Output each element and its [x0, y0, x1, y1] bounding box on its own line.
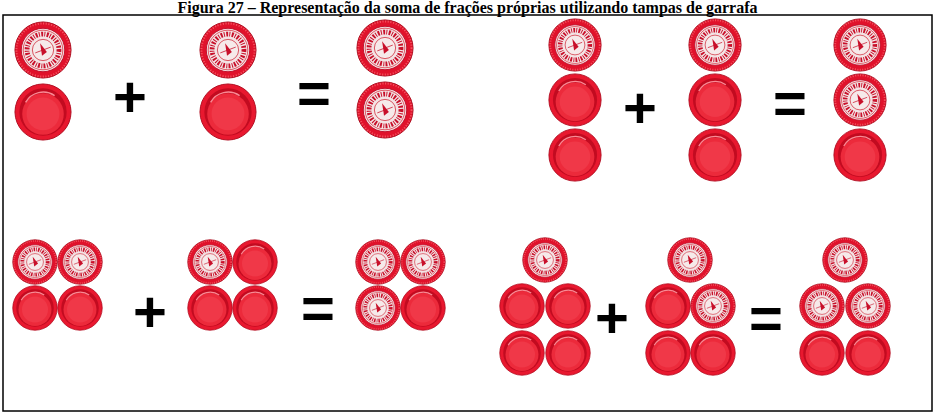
- closed-cap: [13, 240, 57, 284]
- open-cap: [800, 331, 844, 375]
- open-cap: [233, 286, 277, 330]
- closed-cap: [15, 22, 71, 78]
- open-cap: [500, 284, 544, 328]
- open-cap: [549, 129, 601, 181]
- closed-cap: [691, 284, 735, 328]
- closed-cap: [188, 240, 232, 284]
- open-cap: [188, 286, 232, 330]
- open-cap: [689, 74, 741, 126]
- closed-cap: [823, 238, 867, 282]
- open-cap: [834, 129, 886, 181]
- closed-cap: [549, 19, 601, 71]
- open-cap: [646, 284, 690, 328]
- open-cap: [546, 284, 590, 328]
- operator-sign: +: [113, 68, 147, 126]
- open-cap: [13, 286, 57, 330]
- closed-cap: [356, 240, 400, 284]
- operator-sign: +: [623, 79, 657, 137]
- closed-cap: [356, 286, 400, 330]
- closed-cap: [58, 240, 102, 284]
- operator-sign: +: [133, 283, 167, 341]
- open-cap: [58, 286, 102, 330]
- closed-cap: [846, 284, 890, 328]
- closed-cap: [357, 82, 413, 138]
- open-cap: [500, 331, 544, 375]
- operator-sign: =: [773, 74, 807, 132]
- open-cap: [233, 240, 277, 284]
- figure-title: Figura 27 – Representação da soma de fra…: [177, 0, 757, 16]
- operator-sign: =: [749, 289, 783, 347]
- closed-cap: [668, 238, 712, 282]
- open-cap: [401, 286, 445, 330]
- open-cap: [15, 84, 71, 140]
- closed-cap: [689, 19, 741, 71]
- open-cap: [689, 129, 741, 181]
- open-cap: [546, 331, 590, 375]
- open-cap: [846, 331, 890, 375]
- open-cap: [691, 331, 735, 375]
- closed-cap: [523, 238, 567, 282]
- closed-cap: [200, 22, 256, 78]
- open-cap: [549, 74, 601, 126]
- operator-sign: =: [301, 279, 335, 337]
- operator-sign: =: [297, 64, 331, 122]
- closed-cap: [401, 240, 445, 284]
- open-cap: [646, 331, 690, 375]
- open-cap: [200, 84, 256, 140]
- closed-cap: [800, 284, 844, 328]
- closed-cap: [834, 74, 886, 126]
- operator-sign: +: [595, 289, 629, 347]
- closed-cap: [357, 20, 413, 76]
- figure-frame: [3, 15, 932, 411]
- closed-cap: [834, 19, 886, 71]
